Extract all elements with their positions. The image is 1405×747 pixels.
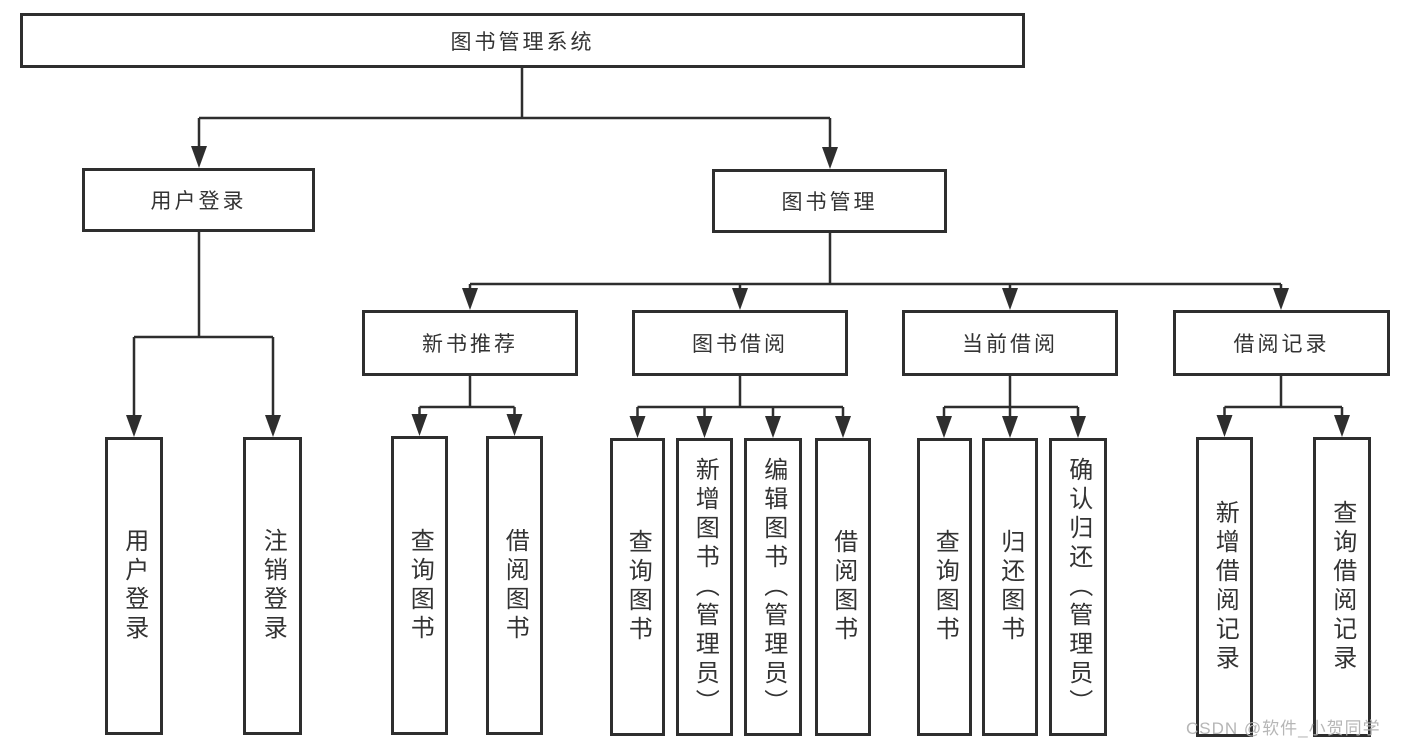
node-user-login: 用户登录	[82, 168, 315, 232]
csdn-watermark: CSDN @软件_小贺同学	[1186, 719, 1381, 738]
node-label: 查询图书	[624, 529, 652, 645]
leaf-confirm-return-admin: 确认归还（管理员）	[1049, 438, 1107, 736]
leaf-borrow-books-recommend: 借阅图书	[486, 436, 543, 735]
node-new-book-recommend: 新书推荐	[362, 310, 578, 376]
node-label: 图书借阅	[692, 333, 788, 356]
node-label: 确认归还（管理员）	[1064, 456, 1092, 718]
leaf-user-login: 用户登录	[105, 437, 163, 735]
leaf-query-books-current: 查询图书	[917, 438, 972, 736]
node-label: 借阅记录	[1233, 333, 1330, 356]
leaf-return-books: 归还图书	[982, 438, 1038, 736]
node-label: 借阅图书	[501, 527, 529, 644]
node-label: 用户登录	[120, 528, 148, 644]
node-current-borrow: 当前借阅	[902, 310, 1118, 376]
node-label: 新增借阅记录	[1211, 500, 1239, 674]
node-label: 借阅图书	[829, 529, 857, 645]
node-label: 新增图书（管理员）	[691, 456, 719, 718]
leaf-query-books-recommend: 查询图书	[391, 436, 448, 735]
leaf-add-books-admin: 新增图书（管理员）	[676, 438, 733, 736]
node-label: 图书管理系统	[450, 30, 595, 54]
leaf-edit-books-admin: 编辑图书（管理员）	[744, 438, 802, 736]
leaf-logout: 注销登录	[243, 437, 302, 735]
node-label: 归还图书	[996, 529, 1024, 645]
leaf-add-borrow-record: 新增借阅记录	[1196, 437, 1253, 737]
node-label: 用户登录	[150, 190, 247, 213]
node-label: 查询图书	[406, 527, 434, 644]
node-label: 新书推荐	[422, 333, 518, 356]
leaf-query-borrow-record: 查询借阅记录	[1313, 437, 1371, 737]
node-label: 当前借阅	[962, 333, 1058, 356]
node-label: 图书管理	[781, 191, 878, 214]
leaf-query-books-borrow: 查询图书	[610, 438, 665, 736]
node-label: 查询图书	[931, 529, 959, 645]
node-borrow-records: 借阅记录	[1173, 310, 1390, 376]
node-label: 注销登录	[259, 528, 287, 644]
node-book-borrow: 图书借阅	[632, 310, 848, 376]
arrowhead-icons	[126, 146, 1350, 438]
node-root-system: 图书管理系统	[20, 13, 1025, 68]
leaf-borrow-books: 借阅图书	[815, 438, 871, 736]
node-book-management: 图书管理	[712, 169, 947, 233]
node-label: 编辑图书（管理员）	[759, 456, 787, 718]
node-label: 查询借阅记录	[1328, 500, 1356, 674]
